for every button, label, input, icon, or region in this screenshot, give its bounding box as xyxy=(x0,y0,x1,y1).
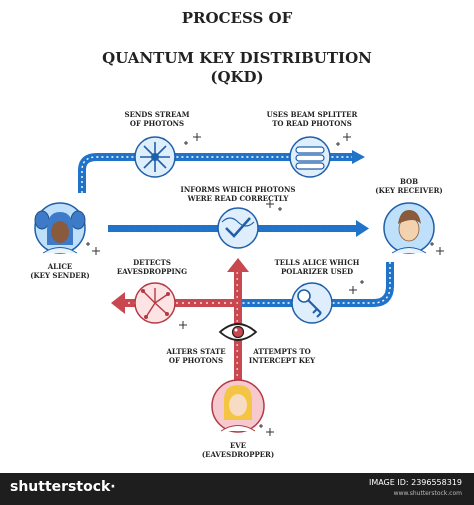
beam-splitter-icon xyxy=(289,136,331,178)
label-sends-stream-1: SENDS STREAM xyxy=(125,110,190,119)
label-alters-2: OF PHOTONS xyxy=(169,356,223,365)
alice-avatar xyxy=(34,202,86,254)
label-bob-role: (KEY RECEIVER) xyxy=(375,186,442,195)
label-tells-alice-2: POLARIZER USED xyxy=(281,267,353,276)
eavesdrop-detect-arrow xyxy=(111,292,238,314)
site-url: www.shutterstock.com xyxy=(393,490,462,497)
polarizer-key-icon xyxy=(291,282,333,324)
label-alice-name: ALICE xyxy=(47,262,73,271)
sparkle-decorations xyxy=(86,133,444,436)
bob-avatar xyxy=(383,202,435,254)
title-line-3: (QKD) xyxy=(210,68,263,86)
label-tells-alice-1: TELLS ALICE WHICH xyxy=(275,258,360,267)
eavesdrop-burst-icon xyxy=(134,282,176,324)
image-id-text: IMAGE ID: 2396558319 xyxy=(368,478,462,487)
check-wave-icon xyxy=(217,207,259,249)
label-beam-splitter-1: USES BEAM SPLITTER xyxy=(267,110,358,119)
label-eve-role: (EAVESDROPPER) xyxy=(202,450,274,459)
label-detects-1: DETECTS xyxy=(133,258,171,267)
brand-logo: shutterstock· xyxy=(10,479,116,495)
watermark-footer: shutterstock· IMAGE ID: 2396558319 www.s… xyxy=(0,473,474,505)
title-line-2: QUANTUM KEY DISTRIBUTION xyxy=(102,49,372,67)
eve-avatar xyxy=(211,379,265,433)
label-eve-name: EVE xyxy=(230,441,246,450)
polarizer-return-arrow xyxy=(240,262,394,307)
photon-source-icon xyxy=(134,136,176,178)
label-attempts-1: ATTEMPTS TO xyxy=(252,347,311,356)
label-informs-1: INFORMS WHICH PHOTONS xyxy=(181,185,296,194)
diagram-canvas: PROCESS OF QUANTUM KEY DISTRIBUTION (QKD… xyxy=(30,9,444,459)
photon-stream-arrow xyxy=(78,150,365,193)
title-line-1: PROCESS OF xyxy=(182,9,293,27)
label-attempts-2: INTERCEPT KEY xyxy=(249,356,316,365)
label-detects-2: EAVESDROPPING xyxy=(117,267,187,276)
label-sends-stream-2: OF PHOTONS xyxy=(130,119,184,128)
eve-intercept-arrow xyxy=(227,258,249,380)
label-bob-name: BOB xyxy=(400,177,418,186)
label-beam-splitter-2: TO READ PHOTONS xyxy=(272,119,352,128)
label-alice-role: (KEY SENDER) xyxy=(30,271,90,280)
eye-icon xyxy=(218,323,258,341)
label-alters-1: ALTERS STATE xyxy=(165,347,225,356)
label-informs-2: WERE READ CORRECTLY xyxy=(187,194,290,203)
